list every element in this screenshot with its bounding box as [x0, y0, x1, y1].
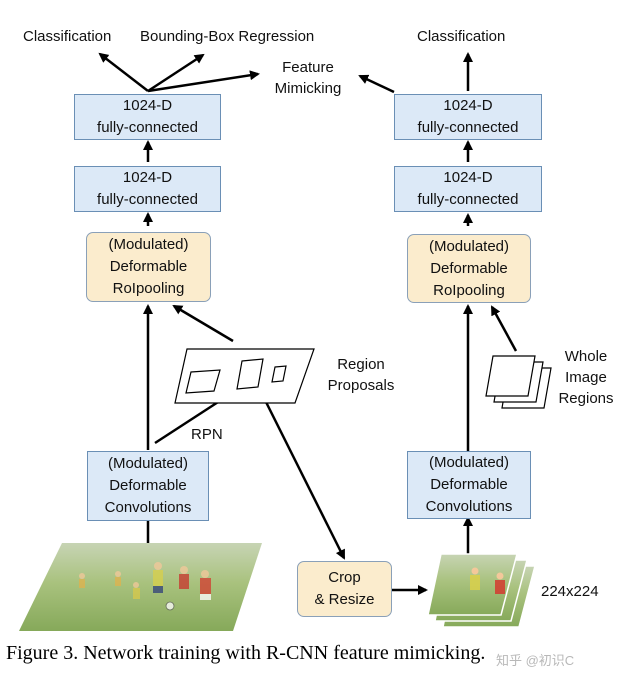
right-roipooling: (Modulated) Deformable RoIpooling — [407, 234, 531, 303]
left-roipooling: (Modulated) Deformable RoIpooling — [86, 232, 211, 302]
cropped-images — [427, 553, 536, 628]
left-fc-top: 1024-D fully-connected — [74, 94, 221, 140]
whole-image-regions-label: Whole Image Regions — [558, 348, 614, 407]
right-conv: (Modulated) Deformable Convolutions — [407, 451, 531, 519]
left-fc-bottom: 1024-D fully-connected — [74, 166, 221, 212]
input-image — [19, 543, 262, 631]
watermark: 知乎 @初识C — [496, 653, 575, 668]
whole-image-regions-shape — [485, 355, 552, 409]
right-fc-top: 1024-D fully-connected — [394, 94, 542, 140]
region-proposals-shape — [174, 348, 315, 404]
players — [79, 562, 211, 611]
rpn-label: RPN — [191, 426, 223, 443]
right-classification-label: Classification — [417, 28, 506, 45]
right-fc-bottom: 1024-D fully-connected — [394, 166, 542, 212]
feature-mimicking-label: Feature Mimicking — [274, 59, 342, 97]
left-classification-label: Classification — [23, 28, 112, 45]
size-label: 224x224 — [541, 583, 599, 600]
left-arrows — [98, 52, 346, 560]
region-proposals-label: Region Proposals — [327, 356, 395, 394]
figure-caption: Figure 3. Network training with R-CNN fe… — [6, 642, 486, 664]
crop-resize-box: Crop & Resize — [297, 561, 392, 617]
left-conv: (Modulated) Deformable Convolutions — [87, 451, 209, 521]
bbox-regression-label: Bounding-Box Regression — [140, 28, 315, 45]
